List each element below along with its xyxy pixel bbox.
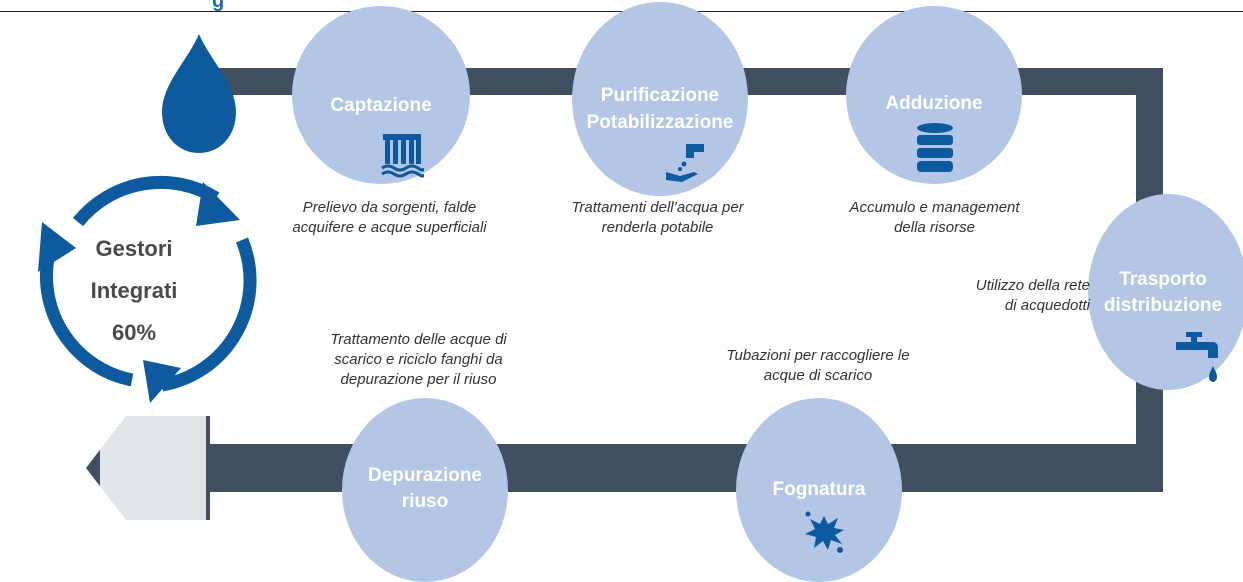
- description-line: depurazione per il riuso: [340, 371, 497, 388]
- stage-description: Prelievo da sorgenti, falde acquifere e …: [262, 198, 517, 238]
- description-line: acque di scarico: [763, 367, 873, 384]
- description-line: Prelievo da sorgenti, falde: [302, 199, 477, 216]
- stage-purificazione: Purificazione Potabilizzazione: [572, 2, 748, 196]
- storage-tank-icon: [917, 123, 953, 172]
- stage-depurazione: Depurazione riuso: [342, 398, 508, 582]
- stage-captazione: Captazione: [292, 6, 470, 184]
- cycle-arrows: [39, 175, 257, 392]
- page-title-fragment: g: [212, 0, 225, 12]
- description-line: Trattamenti dell’acqua per: [571, 199, 744, 216]
- flow-band: [175, 68, 1163, 492]
- cycle-arrow-heads: [38, 182, 240, 403]
- stage-description: Trattamenti dell’acqua per renderla pota…: [540, 198, 775, 238]
- center-label: Gestori Integrati 60%: [70, 228, 198, 354]
- description-line: di acquedotti: [1004, 297, 1090, 314]
- description-line: Utilizzo della rete: [975, 277, 1090, 294]
- description-line: renderla potabile: [601, 219, 714, 236]
- stage-title-line1: Purificazione: [600, 85, 720, 106]
- water-drop-icon: [162, 34, 236, 153]
- stage-title-line2: distribuzione: [1103, 295, 1223, 316]
- center-percent: 60%: [111, 320, 157, 345]
- stage-title-line1: Depurazione: [367, 465, 483, 486]
- stage-description: Accumulo e management della risorse: [822, 198, 1047, 238]
- description-line: Tubazioni per raccogliere le: [726, 347, 910, 364]
- stage-adduzione: Adduzione: [846, 6, 1022, 184]
- center-label-line1: Gestori: [95, 236, 173, 261]
- splash-icon: [805, 511, 844, 553]
- stage-title-line2: riuso: [401, 491, 449, 512]
- tap-hand-icon: [666, 144, 704, 182]
- stage-description: Trattamento delle acque di scarico e ric…: [296, 330, 541, 390]
- stage-title-line2: Potabilizzazione: [586, 112, 734, 133]
- stage-fognatura: Fognatura: [736, 398, 902, 582]
- stage-title: Adduzione: [885, 93, 983, 114]
- faucet-icon: [1176, 332, 1218, 382]
- cycle-backdrop: [100, 40, 206, 560]
- waterfall-icon: [381, 134, 424, 178]
- description-line: Accumulo e management: [849, 199, 1020, 216]
- center-label-line2: Integrati: [90, 278, 178, 303]
- stage-description: Tubazioni per raccogliere le acque di sc…: [698, 346, 938, 386]
- description-line: acquifere e acque superficiali: [292, 219, 487, 236]
- description-line: Trattamento delle acque di: [330, 331, 507, 348]
- stage-title: Captazione: [330, 95, 432, 116]
- description-line: della risorse: [894, 219, 975, 236]
- stage-trasporto: Trasporto distribuzione: [1088, 194, 1243, 390]
- stage-title-line1: Trasporto: [1119, 269, 1207, 290]
- stage-description: Utilizzo della rete di acquedotti: [940, 276, 1090, 316]
- description-line: scarico e riciclo fanghi da: [334, 351, 503, 368]
- stage-title: Fognatura: [772, 479, 866, 500]
